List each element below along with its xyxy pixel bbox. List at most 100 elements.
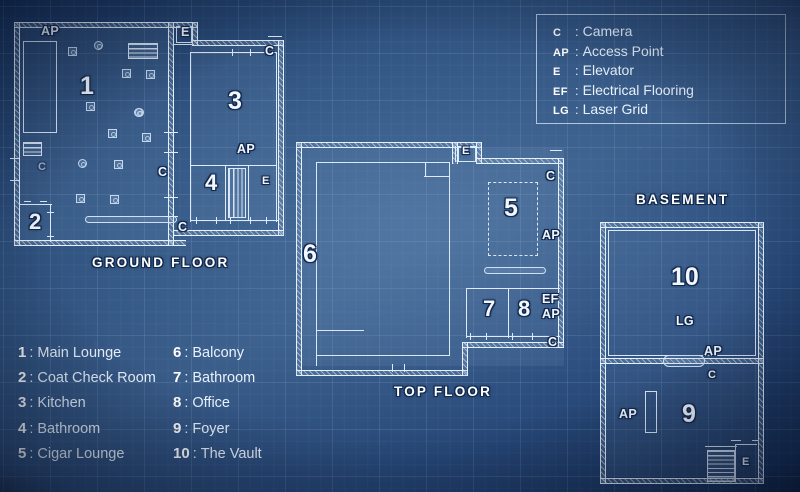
door-jamb-n [164,132,178,134]
marker-ap-basement-foyer: AP [619,407,637,421]
balcony-door-jamb [425,162,427,176]
partition-elev-west [248,165,250,221]
partition-7-west [466,288,468,338]
room-key-number-8: 8 [173,394,182,412]
table-icon [110,195,119,204]
room-key-name-7: Bathroom [192,370,256,387]
legend-row: E : Elevator [553,62,785,82]
foyer-pillar [645,391,657,433]
table-icon [76,194,85,203]
room-key-item: 6 : Balcony [173,344,262,369]
elevator-basement-lintel [731,440,741,442]
room-key-name-8: Office [192,395,230,412]
floor-title-top: TOP FLOOR [394,384,493,399]
marker-ap-basement-vault: AP [704,344,722,358]
room-key-item: 2 : Coat Check Room [18,369,156,394]
room-key-item: 9 : Foyer [173,420,262,445]
room-key-number-10: 10 [173,444,190,462]
room-key-item: 10 : The Vault [173,445,262,470]
legend-abbr-elevator: E [553,66,561,78]
table-icon [86,102,95,111]
room-number-6: 6 [303,240,317,268]
table-icon [114,160,123,169]
door-jamb-top-b [404,364,406,372]
room-key-name-1: Main Lounge [37,345,122,361]
door-jamb-f [232,49,234,56]
partition-kitchen-east [276,52,278,222]
vault-door [663,355,705,367]
room-number-8: 8 [518,296,531,321]
stairs-lounge-west [23,142,42,156]
partition-kitchen-bottom [190,220,278,222]
room-key-sep: : [29,345,34,361]
legend-label-access-point: Access Point [582,42,664,59]
room-key-sep: : [29,445,34,462]
room-key-sep: : [184,395,189,412]
room-number-4: 4 [205,170,218,195]
room-key-sep: : [29,370,34,387]
room-key-name-10: The Vault [200,445,262,462]
room-key-item: 1 : Main Lounge [18,344,156,369]
legend-row: C : Camera [553,23,785,43]
wall-basement-south [600,478,764,484]
door-jamb-q [164,216,178,218]
room-key-number-2: 2 [18,369,27,387]
door-jamb-7b [486,333,488,340]
marker-ap-top: AP [542,228,560,242]
room-key-sep: : [29,395,34,412]
door-jamb-p [164,197,178,199]
camera-tick-ground [268,36,282,38]
legend-abbr-electrical-flooring: EF [553,85,568,98]
marker-ap-ground-kitchen: AP [237,142,255,156]
stairs-basement-head [705,446,737,448]
table-icon [108,129,117,138]
marker-elevator-ground-kitchen: E [262,175,270,187]
marker-elevator-basement: E [742,456,750,468]
table-icon [122,69,131,78]
wall-top-southeast-jog [462,342,468,376]
room-key-number-3: 3 [18,394,27,412]
wall-top-south-left [296,370,468,376]
balcony-outline [316,162,450,356]
camera-tick-top [550,150,562,152]
balcony-step-outline [316,330,364,366]
door-jamb-g [250,49,252,56]
lounge-inset-pool [23,41,57,133]
door-jamb-top-a [392,364,394,372]
door-jamb-i [40,201,47,203]
legend-sep: : [575,102,579,117]
room-key-number-9: 9 [173,419,182,437]
door-jamb-e [266,217,268,224]
table-icon [146,70,155,79]
room-key-number-1: 1 [18,344,27,361]
table-icon [142,133,151,142]
marker-camera-basement: C [708,369,717,381]
room-key-name-9: Foyer [192,420,230,437]
table-icon [68,47,77,56]
legend-label-camera: Camera [582,23,633,39]
door-jamb-7a [470,333,472,340]
partition-kitchen-west [190,52,192,222]
stairs-basement [707,450,735,482]
room-key-column-right: 6 : Balcony 7 : Bathroom 8 : Office 9 : … [173,344,262,470]
room-number-2: 2 [29,209,42,234]
elevator-basement-lintel2 [752,440,759,442]
marker-ap-top-office: AP [542,307,560,321]
partition-78-top [466,288,560,290]
marker-camera-ground-west: C [38,161,47,173]
room-key-number-5: 5 [18,444,27,462]
door-jamb-c [230,217,232,224]
partition-kitchen-top [190,52,277,54]
room-key-name-5: Cigar Lounge [37,445,125,462]
door-jamb-h [24,201,31,203]
wall-ground-west [14,22,20,246]
stairs-lounge-north [128,43,158,59]
room-number-1: 1 [80,72,94,100]
wall-top-north-left [296,142,458,148]
room-key-number-7: 7 [173,369,182,387]
wall-basement-west [600,222,606,484]
room-key-item: 4 : Bathroom [18,420,156,445]
room-key-sep: : [184,420,189,437]
door-jamb-m [10,180,19,182]
marker-lg-vault: LG [676,314,694,328]
